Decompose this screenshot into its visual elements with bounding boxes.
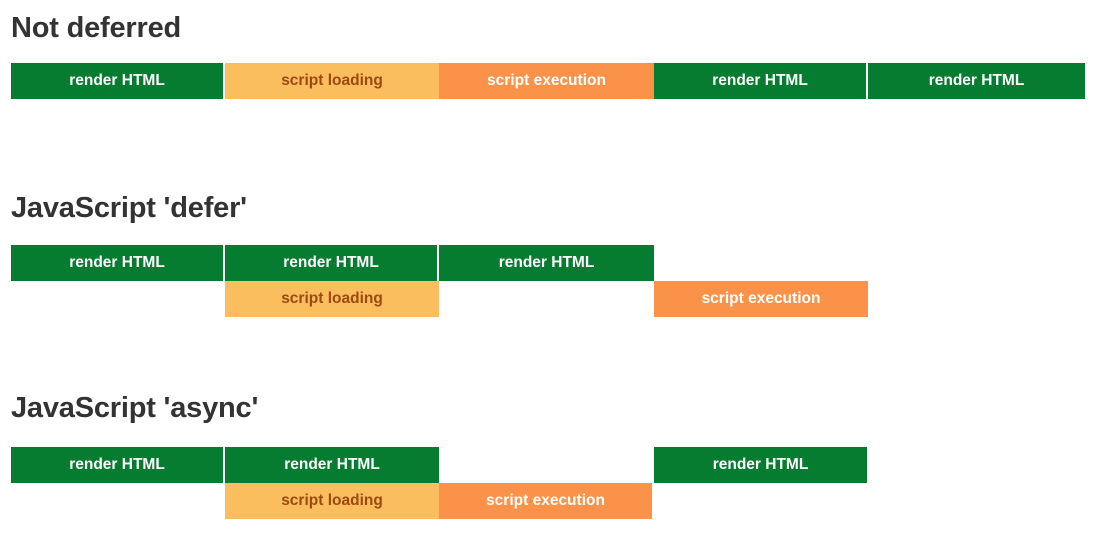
timeline-block-render: render HTML bbox=[868, 63, 1085, 99]
section-title-not-deferred: Not deferred bbox=[11, 12, 182, 44]
timeline-block-execution: script execution bbox=[439, 63, 654, 99]
timeline-block-render: render HTML bbox=[11, 447, 225, 483]
timeline-block-render: render HTML bbox=[654, 447, 867, 483]
timeline-block-render: render HTML bbox=[439, 245, 654, 281]
section-title-javascript-defer: JavaScript 'defer' bbox=[11, 192, 247, 224]
timeline-block-render: render HTML bbox=[11, 245, 225, 281]
timeline-block-loading: script loading bbox=[225, 63, 439, 99]
timeline-block-render: render HTML bbox=[11, 63, 225, 99]
timeline-block-loading: script loading bbox=[225, 483, 439, 519]
timeline-block-render: render HTML bbox=[225, 245, 439, 281]
timeline-block-execution: script execution bbox=[439, 483, 652, 519]
timeline-block-render: render HTML bbox=[225, 447, 439, 483]
timeline-block-loading: script loading bbox=[225, 281, 439, 317]
timeline-block-render: render HTML bbox=[654, 63, 868, 99]
section-title-javascript-async: JavaScript 'async' bbox=[11, 392, 259, 424]
timeline-block-execution: script execution bbox=[654, 281, 868, 317]
